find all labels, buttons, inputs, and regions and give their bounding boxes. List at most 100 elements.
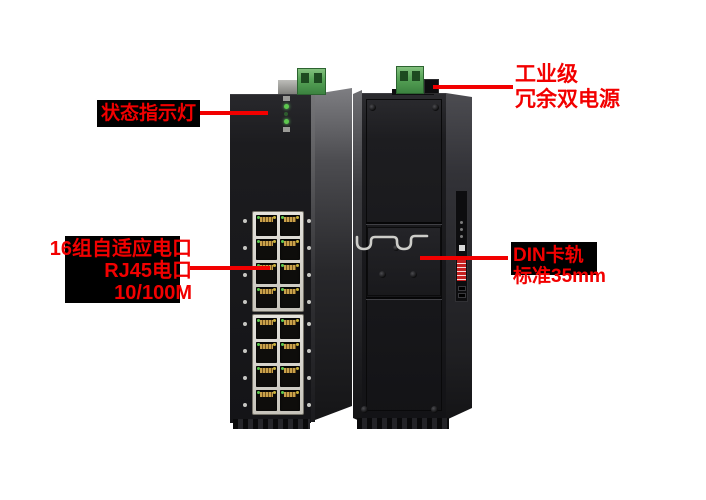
callout-line-status <box>189 111 268 115</box>
vent-slot <box>458 286 466 291</box>
port-led-green-icon <box>257 240 260 243</box>
port-led-amber-icon <box>272 343 276 346</box>
terminal-bracket <box>278 80 298 94</box>
plate-screw <box>410 271 417 278</box>
rj45-port <box>256 239 277 260</box>
rj45-pins-icon <box>260 241 273 246</box>
port-led-green-icon <box>257 391 260 394</box>
screw-column <box>243 219 247 304</box>
din-label-line1: DIN卡轨 <box>513 245 584 266</box>
din-rail-mount-plate <box>367 227 441 296</box>
port-led-amber-icon <box>272 319 276 322</box>
panel-screw-dot <box>307 403 311 407</box>
port-led-green-icon <box>280 319 284 322</box>
port-led-amber-icon <box>296 391 299 394</box>
plate-screw <box>393 245 399 251</box>
side-recessed-channel <box>455 190 468 302</box>
port-led-amber-icon <box>296 367 299 370</box>
port-led-green-icon <box>280 367 284 370</box>
callout-label-din: DIN卡轨 标准35mm <box>513 245 606 287</box>
callout-line-power <box>433 85 513 89</box>
din-label-line2: 标准35mm <box>513 266 606 287</box>
screw-column <box>307 322 311 407</box>
panel-screw <box>432 104 439 111</box>
rj45-port <box>279 318 300 339</box>
port-led-green-icon <box>280 240 284 243</box>
port-led-green-icon <box>257 216 260 219</box>
side-port-icon <box>459 245 465 251</box>
port-led-amber-icon <box>296 240 299 243</box>
rj45-pins-icon <box>283 241 296 246</box>
rear-device-bottom-fins <box>357 418 449 429</box>
panel-screw-dot <box>243 219 247 223</box>
plate-screw <box>379 271 386 278</box>
vent-slot <box>458 293 466 298</box>
rj45-pins-icon <box>283 392 296 397</box>
callout-line-ports <box>190 266 270 270</box>
side-led-dot <box>460 235 463 238</box>
port-led-green-icon <box>280 216 284 219</box>
alarm-led-icon <box>284 112 288 116</box>
port-led-green-icon <box>257 264 260 267</box>
rj45-port-group-2 <box>252 314 304 415</box>
port-led-amber-icon <box>272 264 276 267</box>
port-led-amber-icon <box>272 240 276 243</box>
port-led-green-icon <box>280 343 284 346</box>
rj45-pins-icon <box>283 265 296 270</box>
port-led-amber-icon <box>296 288 299 291</box>
power-terminal-block-icon <box>297 68 326 95</box>
rj45-pins-icon <box>283 344 296 349</box>
callout-label-status: 状态指示灯 <box>97 100 201 127</box>
rj45-pins-icon <box>283 368 296 373</box>
panel-screw-dot <box>307 349 311 353</box>
rj45-port <box>256 287 277 308</box>
port-led-amber-icon <box>296 216 299 219</box>
led-label-mark <box>282 96 290 101</box>
port-led-amber-icon <box>296 343 299 346</box>
panel-screw-dot <box>243 349 247 353</box>
port-led-green-icon <box>257 319 260 322</box>
panel-screw-dot <box>243 322 247 326</box>
panel-screw-dot <box>307 376 311 380</box>
ports-label-line2: RJ45电口 <box>104 260 192 282</box>
panel-groove <box>366 297 442 300</box>
screw-column <box>307 219 311 304</box>
port-led-green-icon <box>257 288 260 291</box>
panel-screw-dot <box>243 403 247 407</box>
panel-screw-dot <box>307 300 311 304</box>
port-led-amber-icon <box>272 367 276 370</box>
rj45-pins-icon <box>260 392 273 397</box>
panel-groove <box>366 222 442 225</box>
power-label-line2: 冗余双电源 <box>515 88 620 111</box>
rj45-port-group-1 <box>252 211 304 312</box>
rj45-port <box>256 390 277 411</box>
rj45-port <box>279 342 300 363</box>
callout-line-din <box>420 256 508 260</box>
power-label-line1: 工业级 <box>515 63 578 86</box>
terminal-slot <box>412 71 420 81</box>
terminal-slot <box>314 73 322 83</box>
panel-screw <box>361 406 368 413</box>
front-device-bottom-fins <box>233 419 310 429</box>
side-led-dot <box>460 228 463 231</box>
panel-screw-dot <box>307 322 311 326</box>
run-led-icon <box>283 119 289 124</box>
rj45-port <box>279 239 300 260</box>
rj45-pins-icon <box>260 368 273 373</box>
power-led-icon <box>283 104 289 109</box>
panel-screw-dot <box>243 300 247 304</box>
terminal-slot <box>400 71 408 81</box>
din-spring-clip-icon <box>355 234 429 251</box>
rj45-port <box>256 318 277 339</box>
terminal-slot <box>301 73 309 83</box>
callout-label-power: 工业级 冗余双电源 <box>515 62 620 112</box>
rj45-port <box>279 263 300 284</box>
panel-screw-dot <box>307 219 311 223</box>
rj45-port <box>279 215 300 236</box>
port-led-green-icon <box>257 367 260 370</box>
port-led-green-icon <box>280 391 284 394</box>
rear-device-left-edge <box>353 90 362 422</box>
panel-screw <box>369 104 376 111</box>
panel-screw-dot <box>243 376 247 380</box>
